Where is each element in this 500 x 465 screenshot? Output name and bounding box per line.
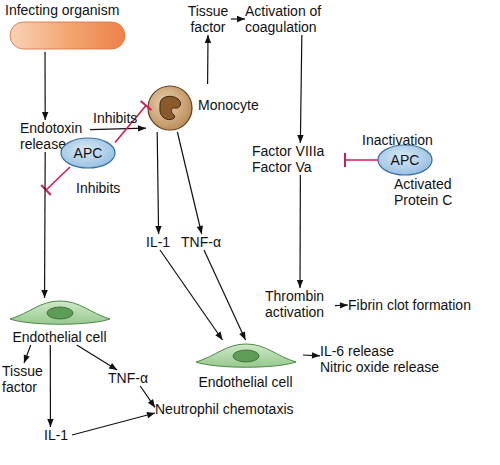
process-text: Tissue factor <box>185 3 231 35</box>
arrow-connector <box>160 250 223 340</box>
arrow-connector <box>335 304 348 306</box>
process-text: Thrombin activation <box>265 288 335 320</box>
process-text: IL-6 releaseNitric oxide release <box>320 343 470 375</box>
node-text: IL-1 <box>44 427 72 443</box>
node-text: Factor Va <box>252 159 345 175</box>
node-text: Tissue factor <box>2 363 46 395</box>
node-text: APC <box>378 152 432 168</box>
node-text: Fibrin clot formation <box>348 297 498 313</box>
apc-ellipse: APCActivated Protein C <box>378 144 460 208</box>
endothelial-cell: Endothelial cell <box>188 340 303 390</box>
arrow-connector <box>72 413 155 435</box>
node-text: Tissue factor <box>185 3 231 35</box>
inhibition-label: Inhibits <box>76 180 120 196</box>
arrow-connector <box>44 152 46 298</box>
endothelial-nucleus <box>233 350 259 362</box>
arrow-connector <box>177 132 201 234</box>
arrow-connector <box>300 35 301 143</box>
node-text: TNF-α <box>108 370 154 386</box>
arrow-connector <box>44 52 45 120</box>
arrow-connector <box>299 175 301 288</box>
bacterium-node: Infecting organism <box>5 2 130 52</box>
endothelial-body <box>196 344 296 367</box>
node-text: IL-6 release <box>320 343 470 359</box>
node-text: TNF-α <box>181 234 227 250</box>
edge-label: Inhibits <box>93 110 137 126</box>
node-text: Infecting organism <box>5 2 130 18</box>
process-text: Neutrophil chemotaxis <box>155 401 320 417</box>
node-text: Endothelial cell <box>188 374 303 390</box>
apc-ellipse: APC <box>61 138 115 168</box>
inhibition-line <box>46 167 70 190</box>
inhibition-bar <box>41 185 51 195</box>
cytokine-text: TNF-α <box>181 234 227 250</box>
arrow-connector <box>50 345 51 427</box>
arrow-connector <box>157 132 158 234</box>
node-text: APC <box>61 145 115 161</box>
arrow-connector <box>204 250 246 340</box>
endothelial-cell: Endothelial cell <box>2 298 117 345</box>
process-text: Fibrin clot formation <box>348 297 498 313</box>
monocyte-body <box>148 86 192 130</box>
node-text: Activation of coagulation <box>245 3 343 35</box>
node-text: Neutrophil chemotaxis <box>155 401 320 417</box>
arrow-connector <box>140 386 155 407</box>
process-text: Tissue factor <box>2 363 46 395</box>
node-text: Activated Protein C <box>394 176 464 208</box>
node-text: Endothelial cell <box>2 329 117 345</box>
arrow-connector <box>90 128 146 129</box>
node-text: IL-1 <box>146 234 174 250</box>
node-text: Factor VIIIa <box>252 143 345 159</box>
arrow-connector <box>24 345 31 363</box>
monocyte-cell: Monocyte <box>146 84 258 132</box>
cytokine-text: IL-1 <box>146 234 174 250</box>
apc-shape <box>378 145 432 175</box>
endothelial-body <box>10 301 110 324</box>
process-text: Factor VIIIaFactor Va <box>252 143 345 175</box>
bacterium-shape <box>10 22 125 49</box>
node-text: Thrombin activation <box>265 288 335 320</box>
node-text: Nitric oxide release <box>320 359 470 375</box>
arrow-connector <box>231 18 245 19</box>
cytokine-text: IL-1 <box>44 427 72 443</box>
process-text: Activation of coagulation <box>245 3 343 35</box>
edge-label: Inactivation <box>362 132 433 148</box>
endothelial-nucleus <box>47 307 73 319</box>
inhibition-connector <box>345 159 378 161</box>
arrow-connector <box>303 354 320 356</box>
cytokine-text: TNF-α <box>108 370 154 386</box>
monocyte-nucleus <box>160 96 181 119</box>
apc-shape <box>61 138 115 168</box>
node-text: Monocyte <box>198 97 260 113</box>
arrow-connector <box>77 345 117 370</box>
arrow-connector <box>207 35 209 84</box>
